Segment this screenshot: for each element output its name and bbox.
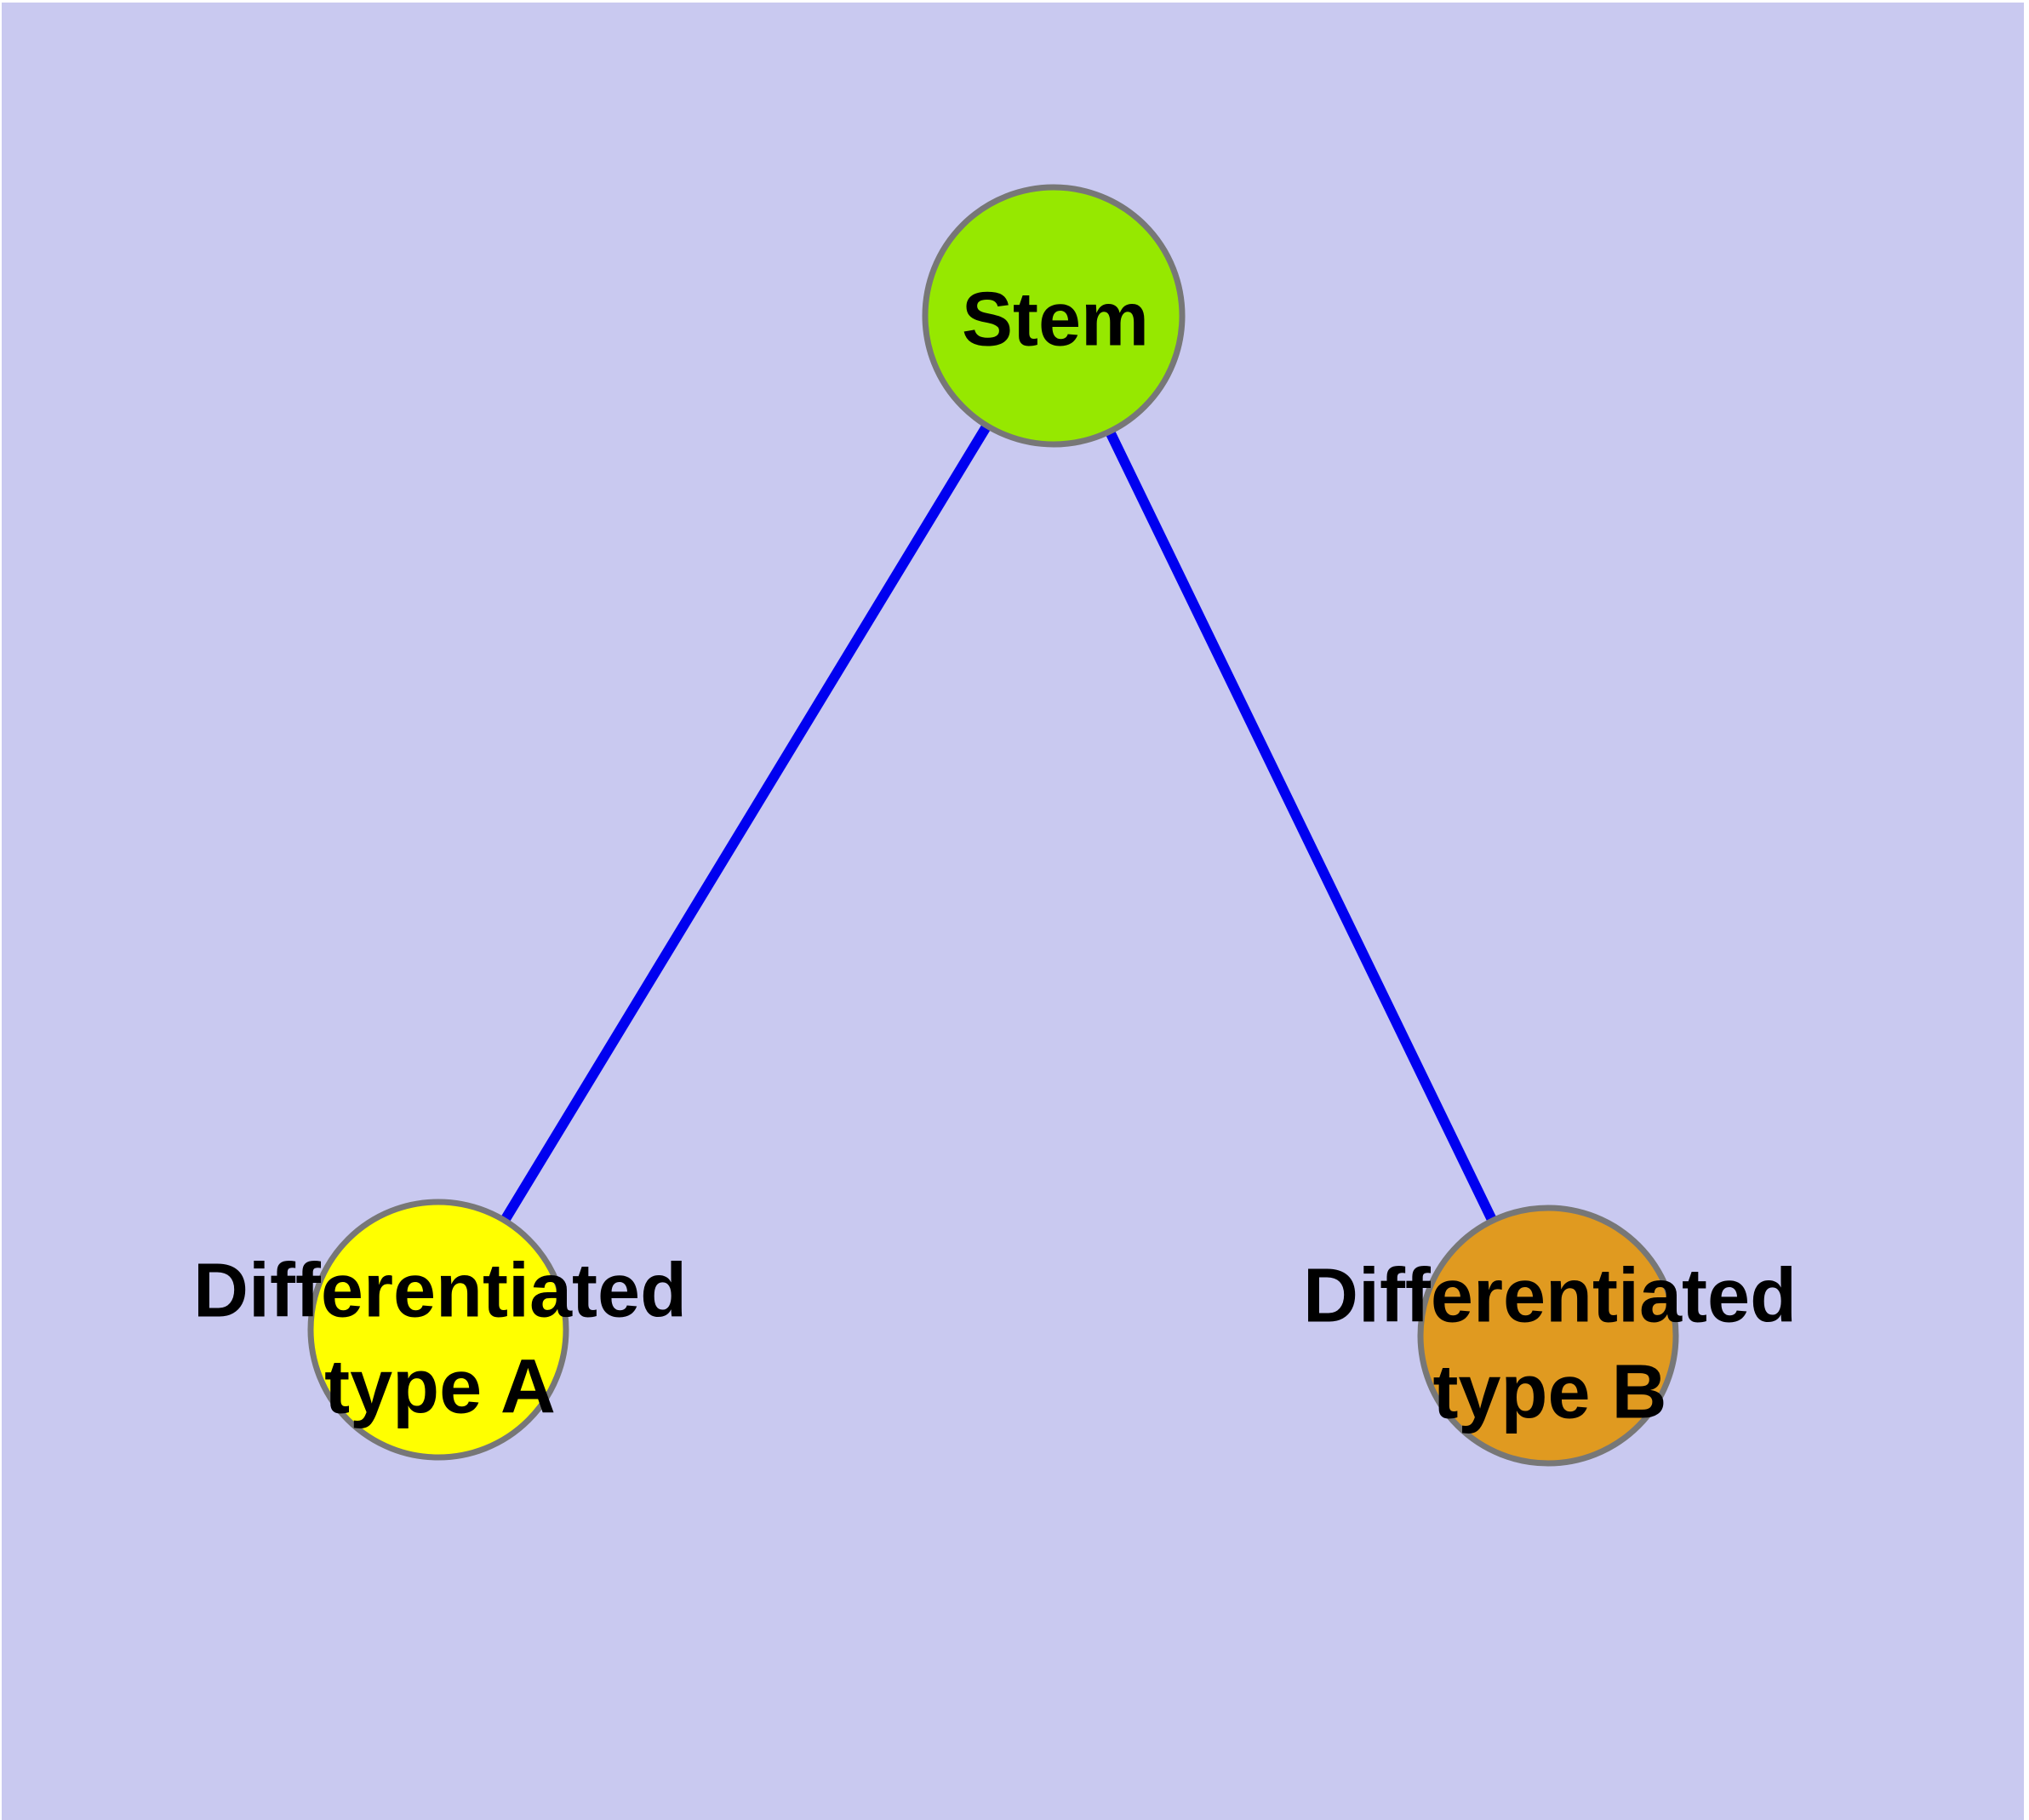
- node-label-type-a-line2: type A: [324, 1345, 556, 1430]
- edge-stem-to-type-a: [433, 312, 1059, 1333]
- node-label-type-a-line1: Differentiated: [192, 1248, 688, 1334]
- node-label-stem: Stem: [962, 272, 1149, 368]
- node-label-type-b-line2: type B: [1432, 1350, 1667, 1435]
- node-label-type-b: Differentiated type B: [1303, 1249, 1797, 1442]
- node-label-type-b-line1: Differentiated: [1302, 1253, 1798, 1339]
- frame-edge-top: [0, 0, 2029, 3]
- edge-stem-to-type-b: [1049, 313, 1553, 1338]
- node-label-type-a: Differentiated type A: [193, 1244, 687, 1437]
- node-label-stem-text: Stem: [961, 277, 1150, 363]
- node-type-a: [307, 1199, 569, 1461]
- node-stem: [922, 184, 1186, 448]
- node-type-b: [1417, 1205, 1679, 1467]
- frame-edge-right: [2024, 0, 2029, 1820]
- frame-edge-left: [0, 0, 2, 1820]
